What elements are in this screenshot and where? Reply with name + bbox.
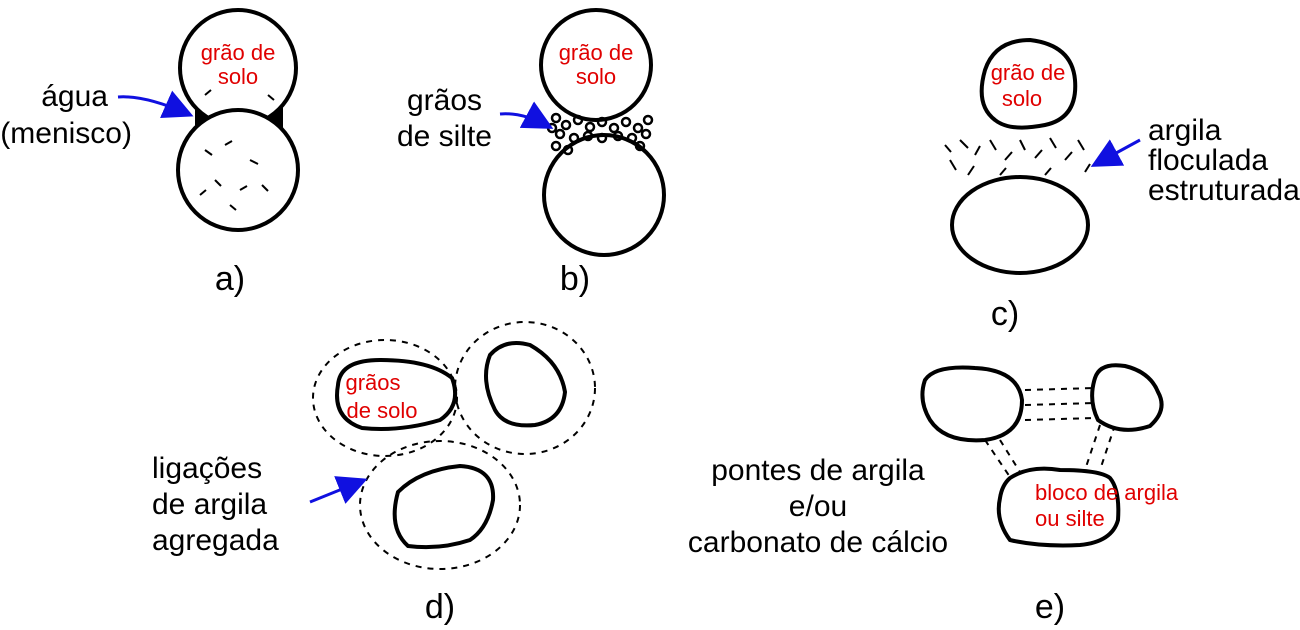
flocculated-clay (945, 138, 1090, 175)
side-label-d-line1: ligações (152, 452, 262, 485)
panel-tag-b: b) (560, 260, 590, 298)
soil-grain-bottom-b (544, 135, 664, 255)
grain-label-b-line2: solo (576, 64, 616, 89)
side-label-e-line1: pontes de argila (711, 454, 925, 487)
panel-a: grão de solo água (menisco) a) (0, 10, 298, 298)
side-label-b-line1: grãos (407, 84, 482, 117)
soil-grain-e1 (922, 368, 1022, 441)
grain-label-d-line1: grãos (345, 370, 400, 395)
panel-d: grãos de solo ligações de argila agregad… (152, 322, 595, 626)
arrow-c (1096, 140, 1140, 164)
soil-grain-d2 (486, 343, 565, 425)
grain-label-d-line2: de solo (347, 398, 418, 423)
arrow-a (118, 97, 188, 114)
side-label-c-line3: estruturada (1148, 174, 1300, 207)
soil-grain-d3 (395, 466, 493, 547)
grain-label-a-line2: solo (218, 64, 258, 89)
side-label-a-line1: água (41, 80, 108, 113)
block-label-e-line1: bloco de argila (1035, 480, 1179, 505)
panel-tag-a: a) (215, 260, 245, 298)
side-label-d-line3: agregada (152, 524, 279, 557)
side-label-b-line2: de silte (397, 120, 492, 153)
panel-tag-d: d) (425, 588, 455, 626)
side-label-c-line2: floculada (1148, 144, 1268, 177)
side-label-e-line3: carbonato de cálcio (688, 526, 948, 559)
grain-label-a-line1: grão de (201, 40, 276, 65)
side-label-c-line1: argila (1148, 114, 1222, 147)
side-label-a-line2: (menisco) (0, 117, 132, 150)
block-label-e-line2: ou silte (1035, 506, 1105, 531)
grain-label-c-line2: solo (1002, 86, 1042, 111)
side-label-e-line2: e/ou (789, 490, 847, 523)
soil-grain-e2 (1092, 365, 1161, 430)
panel-tag-e: e) (1035, 588, 1065, 626)
side-label-d-line2: de argila (152, 488, 267, 521)
panel-tag-c: c) (991, 295, 1019, 333)
arrow-b (500, 114, 548, 126)
panel-e: bloco de argila ou silte pontes de argil… (688, 365, 1179, 626)
grain-label-c-line1: grão de (991, 60, 1066, 85)
panel-b: grão de solo grãos de silte b) (397, 10, 664, 298)
soil-grain-bottom-a (178, 110, 298, 230)
arrow-d (310, 481, 362, 502)
panel-c: grão de solo argila floculada estruturad… (945, 40, 1300, 333)
grain-label-b-line1: grão de (559, 40, 634, 65)
soil-grain-bottom-c (952, 177, 1088, 273)
